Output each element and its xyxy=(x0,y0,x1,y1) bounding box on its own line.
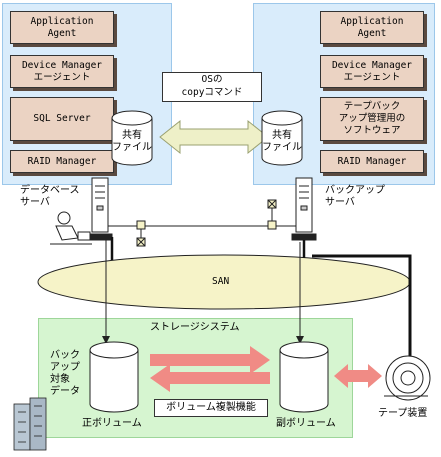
tape-drive-icon xyxy=(384,355,431,401)
switch-right xyxy=(267,199,277,221)
replication-arrow-right xyxy=(150,346,270,374)
secondary-volume-cylinder xyxy=(279,341,329,413)
backup-shared-file-label: 共有 ファイル xyxy=(262,130,302,153)
sql-server-box: SQL Server xyxy=(10,97,114,141)
backup-application-agent-box: Application Agent xyxy=(320,11,424,44)
replication-label: ボリューム複製機能 xyxy=(154,399,268,417)
switch-left xyxy=(136,229,146,247)
os-copy-label: OSの copyコマンド xyxy=(162,72,262,102)
lan-node-left xyxy=(136,220,146,230)
replication-arrow-left xyxy=(150,364,270,392)
db-application-agent-box: Application Agent xyxy=(10,11,114,44)
backup-raid-manager-box: RAID Manager xyxy=(320,150,424,173)
db-server-tower xyxy=(87,177,113,241)
user-terminal-icon xyxy=(50,211,92,245)
primary-volume-label: 正ボリューム xyxy=(82,418,142,429)
backup-server-label: バックアップ サーバ xyxy=(325,185,385,208)
backup-target-label: バック アップ 対象 データ xyxy=(50,350,80,397)
backup-device-manager-box: Device Manager エージェント xyxy=(320,55,424,88)
backup-server-tower xyxy=(291,177,317,241)
db-volume-arrow xyxy=(102,336,110,344)
tape-link xyxy=(312,254,412,358)
storage-system-title: ストレージシステム xyxy=(150,322,240,333)
tape-label: テープ装置 xyxy=(378,408,428,419)
db-server-label: データベース サーバ xyxy=(20,185,80,208)
primary-volume-cylinder xyxy=(89,341,139,413)
tape-transfer-arrow xyxy=(334,364,382,388)
backup-shared-file-cylinder xyxy=(261,110,303,166)
secondary-volume-label: 副ボリューム xyxy=(276,418,336,429)
lan-node-right xyxy=(267,220,277,230)
storage-cabinet-icon xyxy=(13,397,47,451)
os-copy-arrow xyxy=(159,119,269,155)
db-raid-manager-box: RAID Manager xyxy=(10,150,114,173)
backup-software-box: テープバック アップ管理用の ソフトウェア xyxy=(320,97,424,141)
db-shared-file-cylinder xyxy=(111,110,153,166)
san-label: SAN xyxy=(212,276,230,287)
db-device-manager-box: Device Manager エージェント xyxy=(10,55,114,88)
backup-volume-arrow xyxy=(296,336,304,344)
db-shared-file-label: 共有 ファイル xyxy=(112,130,152,153)
